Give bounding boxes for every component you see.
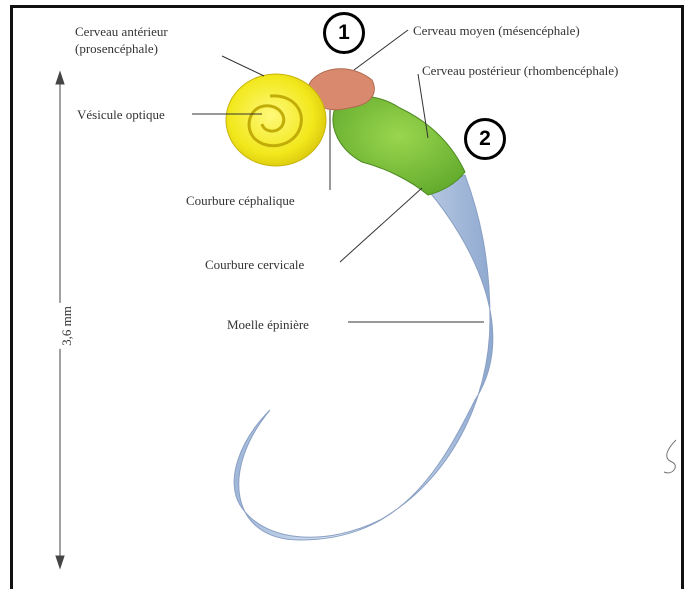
label-moelle-epiniere: Moelle épinière — [227, 316, 309, 333]
label-cerveau-anterieur: Cerveau antérieur — [75, 23, 168, 40]
label-cerveau-posterieur: Cerveau postérieur (rhombencéphale) — [422, 62, 618, 79]
hindbrain — [333, 96, 465, 195]
spinal-cord — [234, 175, 493, 540]
badge-1: 1 — [323, 12, 365, 54]
label-vesicule-optique: Vésicule optique — [77, 106, 165, 123]
margin-squiggle — [664, 440, 676, 473]
badge-2: 2 — [464, 118, 506, 160]
label-prosencephale: (prosencéphale) — [75, 40, 158, 57]
scale-label: 3,6 mm — [59, 303, 75, 349]
label-courbure-cephalique: Courbure céphalique — [186, 192, 295, 209]
label-cerveau-moyen: Cerveau moyen (mésencéphale) — [413, 22, 580, 39]
label-courbure-cervicale: Courbure cervicale — [205, 256, 304, 273]
forebrain — [226, 74, 326, 166]
